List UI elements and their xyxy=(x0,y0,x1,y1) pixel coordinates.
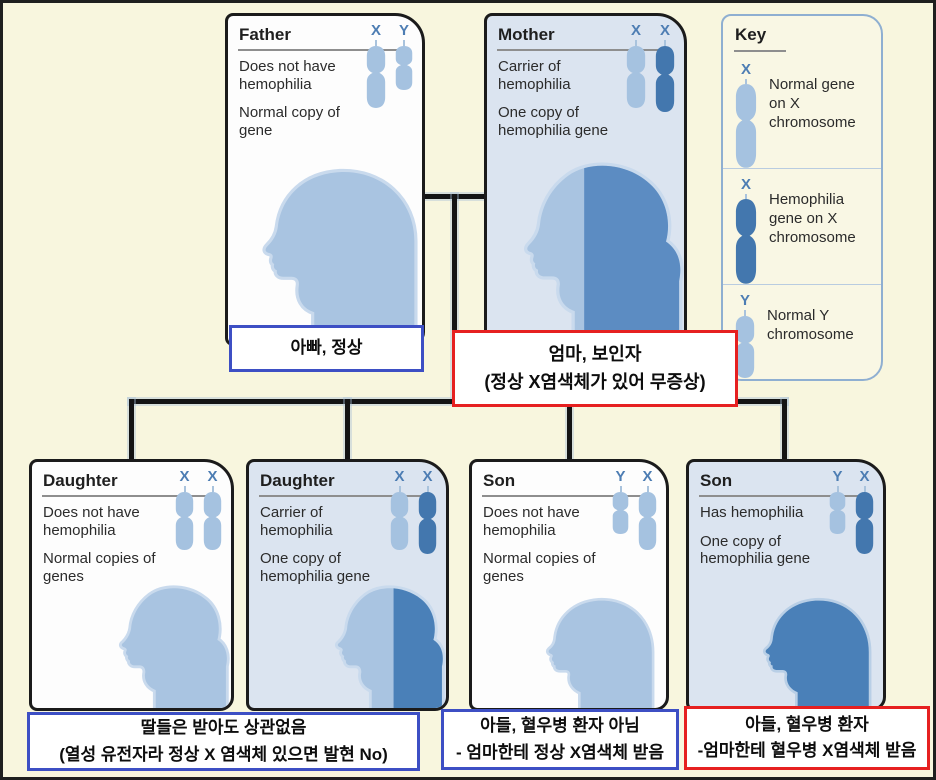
x-hemophilia-chromosome-icon: X xyxy=(855,468,874,554)
father-card-text: Does not have hemophilia Normal copy of … xyxy=(239,58,373,151)
daughter1-silhouette xyxy=(118,585,230,708)
mother-line-1: Carrier of hemophilia xyxy=(498,58,571,93)
key-card: Key X Normal gene on X chromosome X Hemo… xyxy=(721,14,883,381)
mother-chromosomes: X X xyxy=(626,22,675,112)
daughter2-card-title: Daughter xyxy=(260,471,335,490)
son-affected-note-line-2: -엄마한테 혈우병 X염색체 받음 xyxy=(697,741,917,760)
son2-chromosomes: Y X xyxy=(829,468,874,554)
mother-line-2: One copy of hemophilia gene xyxy=(498,104,609,140)
daughter2-line-2: One copy of hemophilia gene xyxy=(260,550,371,586)
son2-card: Son Has hemophilia One copy of hemophili… xyxy=(686,459,886,711)
x-chromosome-icon: X xyxy=(203,468,222,550)
mother-card-text: Carrier of hemophilia One copy of hemoph… xyxy=(498,58,632,151)
son-normal-note-line-1: 아들, 혈우병 환자 아님 xyxy=(480,716,640,736)
y-chromosome-icon: Y xyxy=(829,468,846,534)
key-entry-text: Hemophilia gene on X chromosome xyxy=(769,191,856,246)
mother-silhouette xyxy=(524,162,684,343)
daughter1-chromosomes: X X xyxy=(175,468,222,550)
daughter1-line-1: Does not have hemophilia xyxy=(43,504,140,539)
son2-card-title: Son xyxy=(700,471,733,490)
divider xyxy=(734,50,786,52)
x-chromosome-icon: X xyxy=(175,468,194,550)
father-note: 아빠, 정상 xyxy=(229,325,424,372)
daughter2-card: Daughter Carrier of hemophilia One copy … xyxy=(246,459,449,711)
key-entry-text: Normal Y chromosome xyxy=(767,307,854,343)
y-chromosome-icon: Y xyxy=(395,22,413,90)
divider xyxy=(259,495,432,497)
drop-line-daughter2 xyxy=(345,399,350,459)
x-hemophilia-chromosome-icon: X xyxy=(418,468,437,554)
x-chromosome-icon: X xyxy=(626,22,646,108)
divider xyxy=(699,495,869,497)
son-normal-note: 아들, 혈우병 환자 아님 - 엄마한테 정상 X염색체 받음 xyxy=(441,709,679,770)
son-normal-note-line-2: - 엄마한테 정상 X염색체 받음 xyxy=(456,742,664,762)
key-entry-text: Normal gene on X chromosome xyxy=(769,76,856,131)
son-affected-note-line-1: 아들, 혈우병 환자 xyxy=(745,714,869,734)
x-chromosome-icon: X xyxy=(735,61,757,168)
father-card: Father Does not have hemophilia Normal c… xyxy=(225,13,425,346)
son2-line-1: Has hemophilia xyxy=(700,504,804,521)
mother-note-line-1: 엄마, 보인자 xyxy=(548,343,642,364)
x-hemophilia-chromosome-icon: X xyxy=(655,22,675,112)
x-chromosome-icon: X xyxy=(390,468,409,550)
son1-line-2: Normal copies of genes xyxy=(483,550,596,586)
mother-note: 엄마, 보인자 (정상 X염색체가 있어 무증상) xyxy=(452,330,738,407)
son1-chromosomes: Y X xyxy=(612,468,657,550)
divider xyxy=(482,495,652,497)
key-entry-hemophilia-x: X Hemophilia gene on X chromosome xyxy=(723,168,881,284)
daughter1-card-text: Does not have hemophilia Normal copies o… xyxy=(43,504,165,597)
son1-card-title: Son xyxy=(483,471,516,490)
father-silhouette xyxy=(262,168,418,343)
father-line-1: Does not have hemophilia xyxy=(239,58,336,93)
divider xyxy=(42,495,217,497)
mother-card-title: Mother xyxy=(498,25,555,44)
y-chromosome-icon: Y xyxy=(735,292,755,379)
father-note-text: 아빠, 정상 xyxy=(290,338,363,358)
drop-line-son1 xyxy=(567,399,572,459)
mother-card: Mother Carrier of hemophilia One copy of… xyxy=(484,13,687,346)
son1-line-1: Does not have hemophilia xyxy=(483,504,580,539)
drop-line-son2 xyxy=(782,399,787,459)
key-entry-normal-x: X Normal gene on X chromosome xyxy=(723,54,881,168)
mother-note-line-2: (정상 X염색체가 있어 무증상) xyxy=(484,371,706,392)
daughter1-card: Daughter Does not have hemophilia Normal… xyxy=(29,459,234,711)
daughters-note-line-1: 딸들은 받아도 상관없음 xyxy=(140,718,307,738)
divider xyxy=(497,49,670,51)
x-hemophilia-chromosome-icon: X xyxy=(735,176,757,284)
y-chromosome-icon: Y xyxy=(612,468,629,534)
x-chromosome-icon: X xyxy=(638,468,657,550)
daughter2-silhouette xyxy=(334,585,446,708)
son1-silhouette xyxy=(545,597,655,708)
divider xyxy=(238,49,408,51)
drop-line-daughter1 xyxy=(129,399,134,459)
daughter1-card-title: Daughter xyxy=(43,471,118,490)
father-line-2: Normal copy of gene xyxy=(239,104,340,140)
son1-card-text: Does not have hemophilia Normal copies o… xyxy=(483,504,605,597)
x-chromosome-icon: X xyxy=(366,22,386,108)
son2-silhouette xyxy=(762,597,872,708)
father-card-title: Father xyxy=(239,25,291,44)
key-title: Key xyxy=(735,25,767,44)
key-entry-normal-y: Y Normal Y chromosome xyxy=(723,284,881,379)
daughter2-line-1: Carrier of hemophilia xyxy=(260,504,333,539)
daughters-note-line-2: (열성 유전자라 정상 X 염색체 있으면 발현 No) xyxy=(59,744,388,764)
son-affected-note: 아들, 혈우병 환자 -엄마한테 혈우병 X염색체 받음 xyxy=(684,706,930,770)
father-chromosomes: X Y xyxy=(366,22,413,108)
daughters-note: 딸들은 받아도 상관없음 (열성 유전자라 정상 X 염색체 있으면 발현 No… xyxy=(27,712,420,771)
son1-card: Son Does not have hemophilia Normal copi… xyxy=(469,459,669,711)
daughter1-line-2: Normal copies of genes xyxy=(43,550,156,586)
parents-descent-line xyxy=(452,194,457,403)
daughter2-card-text: Carrier of hemophilia One copy of hemoph… xyxy=(260,504,382,597)
son2-card-text: Has hemophilia One copy of hemophilia ge… xyxy=(700,504,822,579)
daughter2-chromosomes: X X xyxy=(390,468,437,554)
son2-line-2: One copy of hemophilia gene xyxy=(700,532,811,568)
